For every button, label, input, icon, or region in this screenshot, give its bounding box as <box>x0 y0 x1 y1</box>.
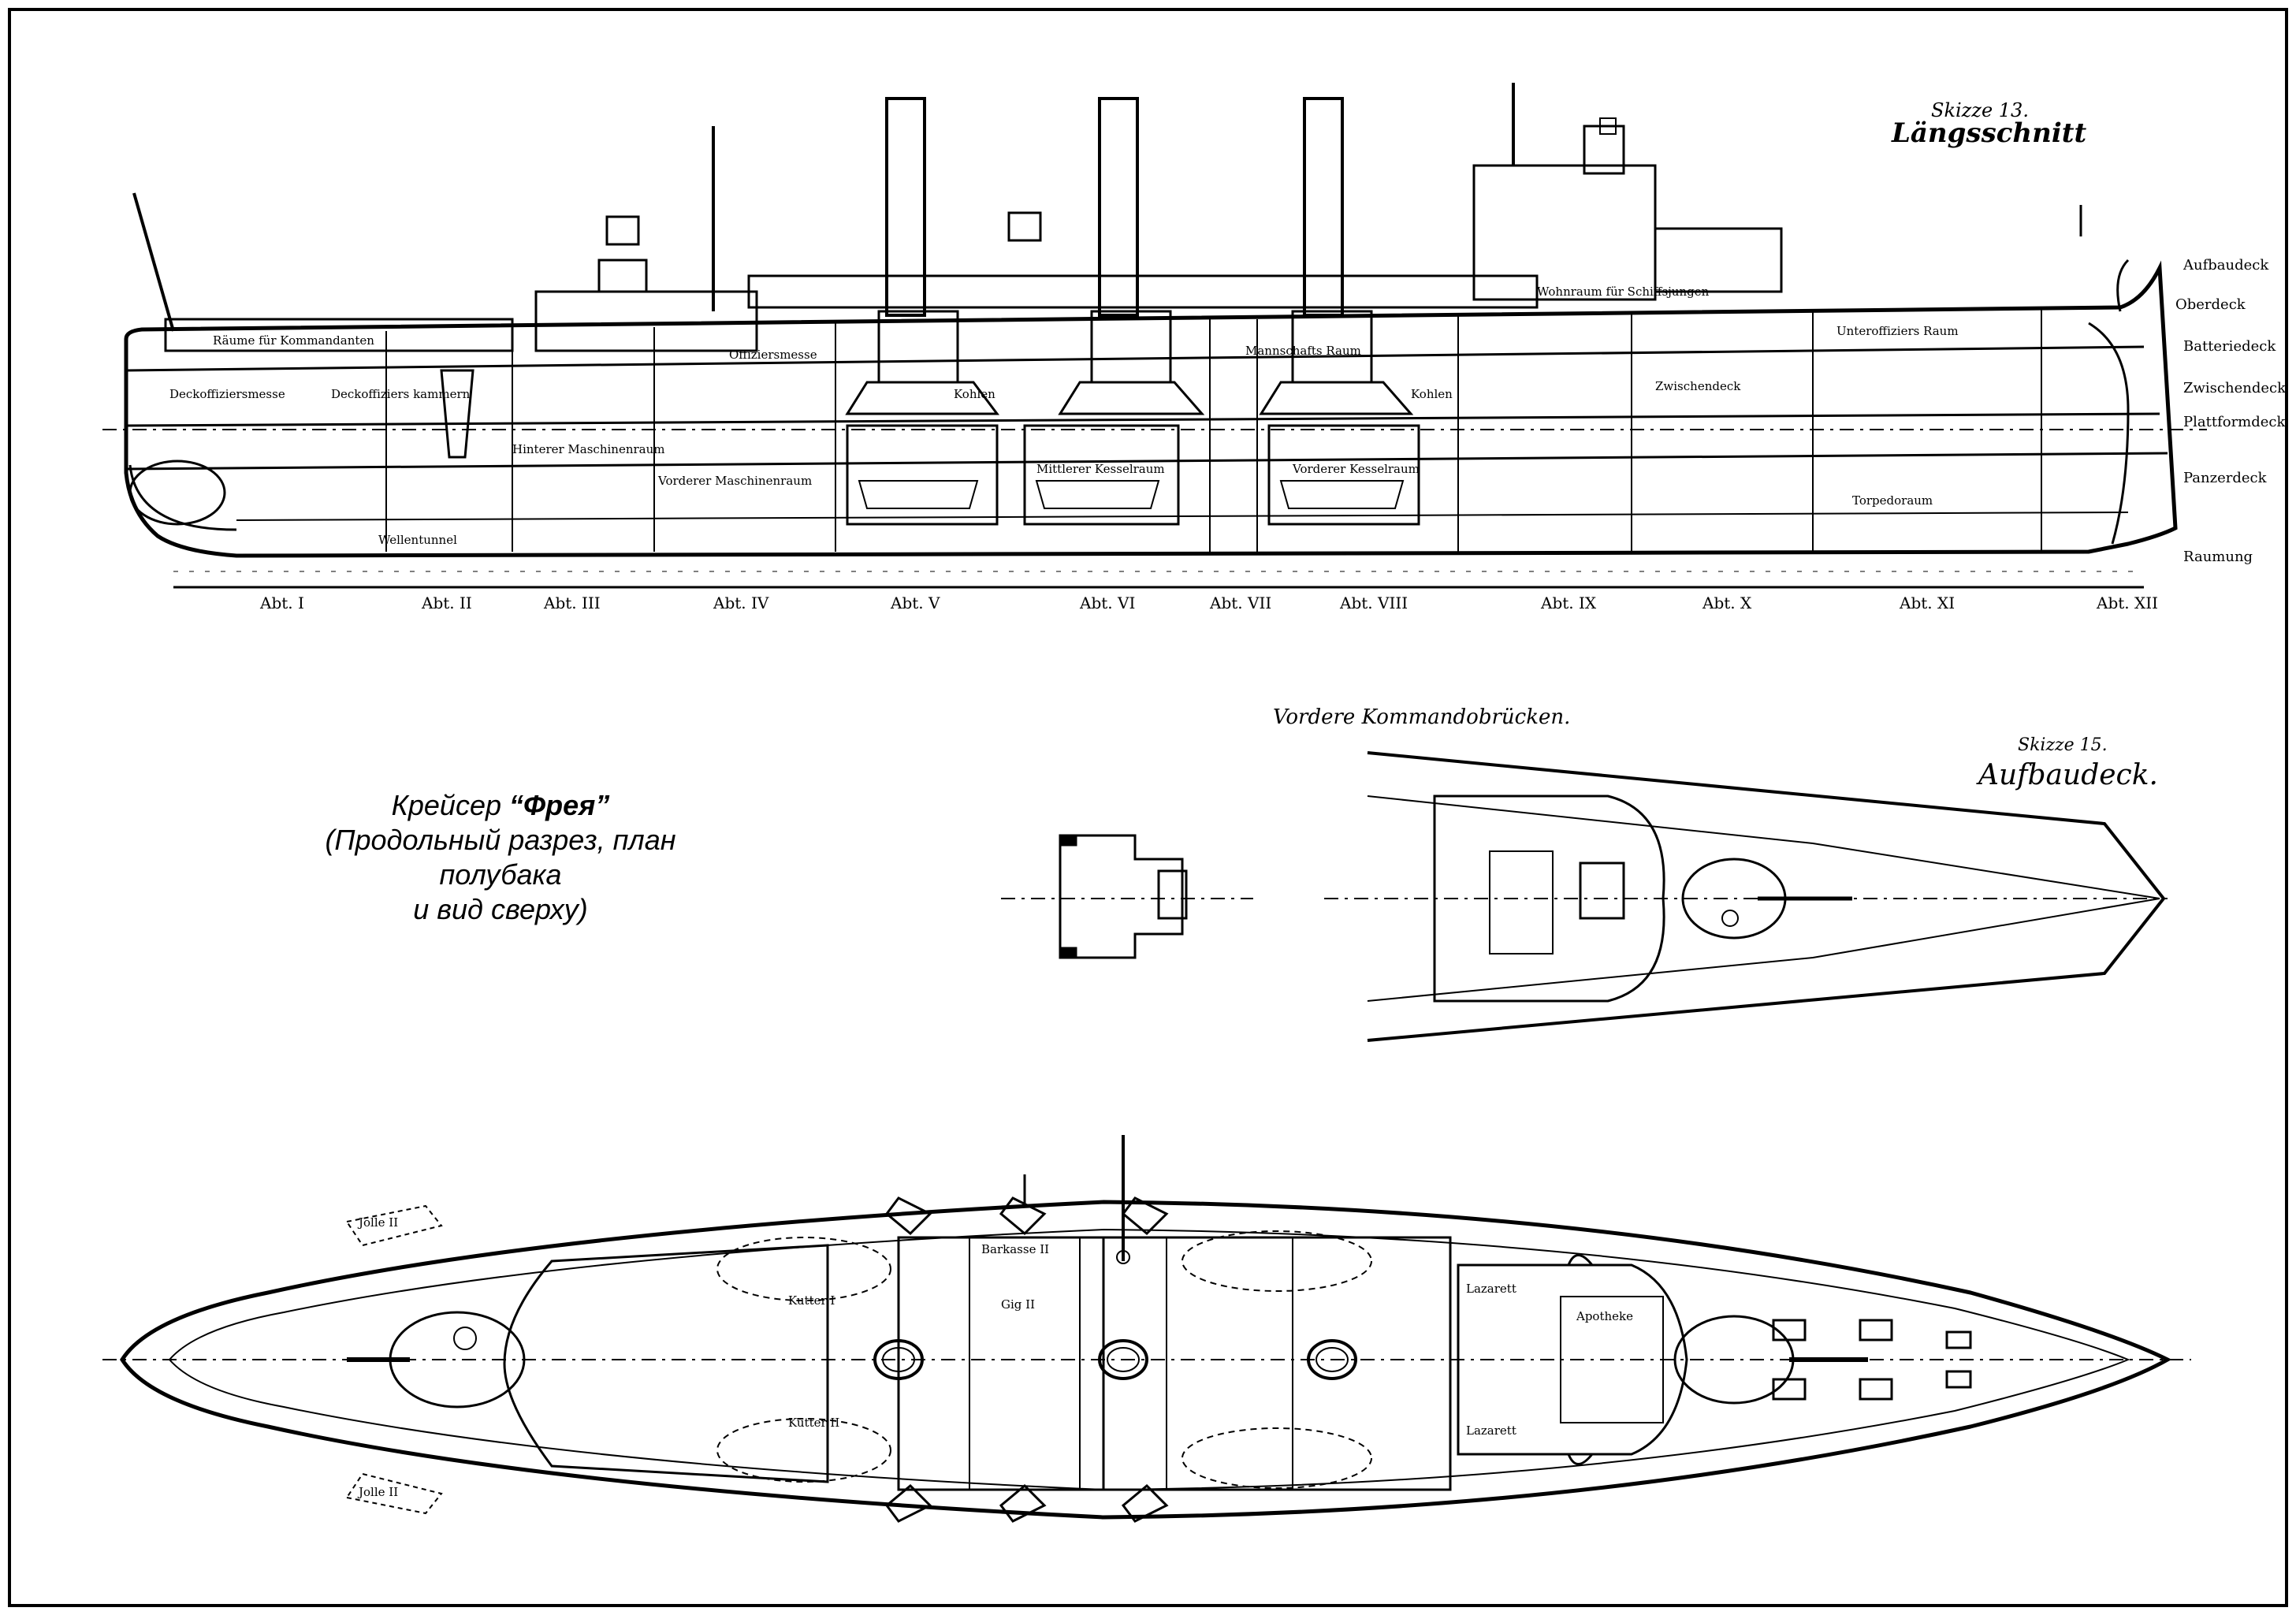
room-label: Deckoffiziersmesse <box>169 387 285 401</box>
compartment-label: Abt. VIII <box>1339 594 1408 612</box>
funnel-2 <box>1098 97 1139 317</box>
room-label: Mannschafts Raum <box>1245 344 1361 358</box>
compartment-label: Abt. XII <box>2096 594 2158 612</box>
room-label: Zwischendeck <box>1655 379 1741 393</box>
room-label: Lazarett <box>1466 1282 1516 1296</box>
room-label: Torpedoraum <box>1852 493 1933 508</box>
room-label: Wellentunnel <box>378 533 457 547</box>
compartment-label: Abt. IV <box>713 594 769 612</box>
hull-plan-outline <box>120 1200 2172 1520</box>
funnel-3 <box>1303 97 1344 317</box>
boat-label: Barkasse II <box>981 1242 1049 1256</box>
compartment-label: Abt. X <box>1702 594 1752 612</box>
room-label: Wohnraum für Schiffsjungen <box>1537 285 1710 299</box>
compartment-label: Abt. III <box>543 594 601 612</box>
room-label: Deckoffiziers kammern <box>331 387 471 401</box>
compartment-label: Abt. IX <box>1540 594 1597 612</box>
deck-label-zwischendeck: Zwischendeck <box>2183 380 2287 396</box>
boat-label: Kutter I <box>788 1293 835 1308</box>
compartment-label: Abt. V <box>890 594 940 612</box>
room-label: Unteroffiziers Raum <box>1836 324 1959 338</box>
boat-label: Kutter II <box>788 1416 839 1430</box>
caption-line-3: и вид сверху) <box>413 893 588 925</box>
forecastle-plan: Vordere Kommandobrücken. Skizze 15. Aufb… <box>1273 705 2168 1042</box>
forecastle-title: Aufbaudeck. <box>1976 759 2158 791</box>
top-plan-view: Jolle II Jolle II Kutter I Kutter II Bar… <box>102 1135 2191 1523</box>
room-label: Hinterer Maschinenraum <box>512 442 664 456</box>
deck-label-raumung: Raumung <box>2183 549 2253 565</box>
hull-profile <box>124 260 2178 558</box>
deck-label-oberdeck: Oberdeck <box>2175 296 2246 313</box>
compartment-label: Abt. II <box>421 594 472 612</box>
deck-label-aufbaudeck: Aufbaudeck <box>2183 257 2269 274</box>
compartment-label: Abt. XI <box>1899 594 1955 612</box>
compartment-label: Abt. VII <box>1209 594 1271 612</box>
fore-bridge-small-plan <box>1001 834 1253 959</box>
forecastle-sketch-no: Skizze 15. <box>2018 735 2108 755</box>
profile-sketch-no: Skizze 13. <box>1931 99 2029 121</box>
drawing-frame <box>8 8 2288 1607</box>
deck-label-panzerdeck: Panzerdeck <box>2183 470 2268 486</box>
boat-label: Jolle II <box>357 1215 398 1230</box>
boat-label: Gig II <box>1001 1297 1035 1312</box>
deck-label-batteriedeck: Batteriedeck <box>2183 338 2276 355</box>
room-label: Apotheke <box>1576 1309 1633 1323</box>
ship-name: “Фрея” <box>509 789 610 821</box>
room-label: Kohlen <box>954 387 995 401</box>
room-label: Vorderer Kesselraum <box>1292 462 1420 476</box>
caption-prefix: Крейсер <box>391 789 509 821</box>
boat-label: Jolle II <box>357 1485 398 1499</box>
deck-label-plattformdeck: Plattformdeck <box>2183 414 2286 430</box>
profile-title: Längsschnitt <box>1891 117 2086 149</box>
room-label: Mittlerer Kesselraum <box>1036 462 1165 476</box>
bridge-title: Vordere Kommandobrücken. <box>1273 705 1570 729</box>
compartment-label: Abt. VI <box>1079 594 1135 612</box>
drawing-caption: Крейсер “Фрея” (Продольный разрез, план … <box>260 788 741 927</box>
caption-line-2: (Продольный разрез, план полубака <box>325 824 676 891</box>
room-label: Vorderer Maschinenraum <box>657 474 812 488</box>
funnel-1 <box>885 97 926 317</box>
room-label: Räume für Kommandanten <box>213 333 374 348</box>
longitudinal-section: Skizze 13. Längsschnitt Aufbaudeck Oberd… <box>102 83 2287 612</box>
room-label: Lazarett <box>1466 1423 1516 1438</box>
compartment-label: Abt. I <box>259 594 304 612</box>
room-label: Offiziersmesse <box>729 348 817 362</box>
room-label: Kohlen <box>1411 387 1453 401</box>
